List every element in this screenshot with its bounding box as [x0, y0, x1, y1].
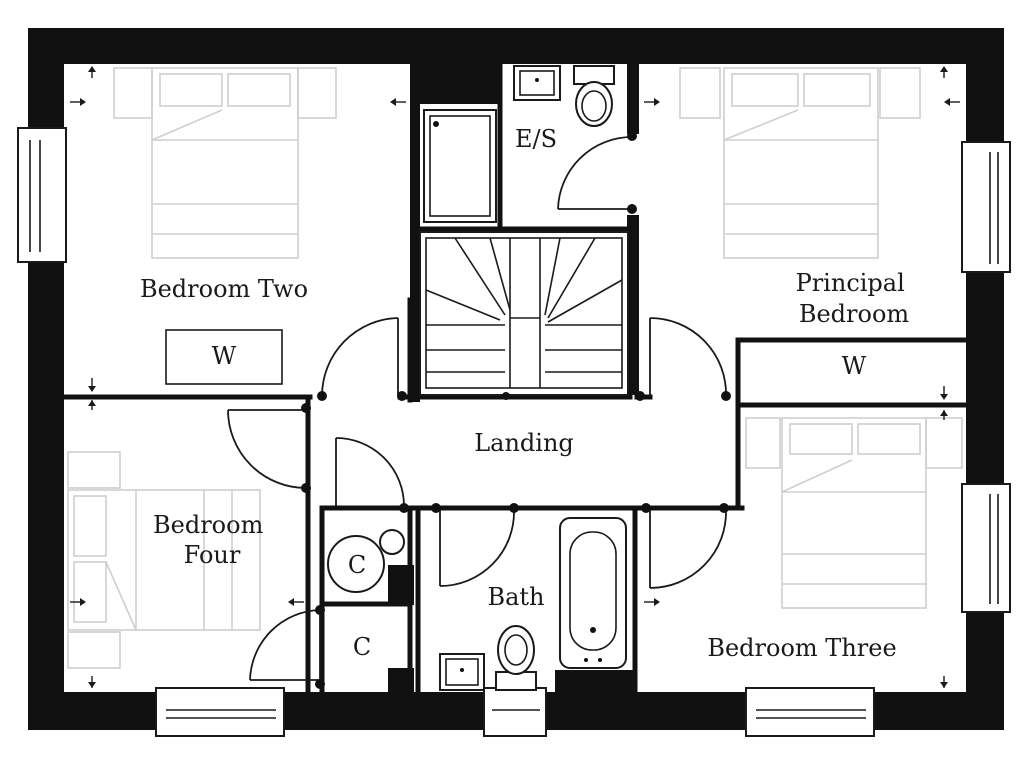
staircase — [419, 231, 629, 396]
label-bath: Bath — [487, 583, 544, 611]
furniture — [67, 67, 963, 669]
dimension-markers — [70, 66, 960, 688]
label-ensuite: E/S — [515, 125, 557, 153]
label-wardrobe-bedroom-two: W — [212, 342, 237, 370]
label-cupboard-2: C — [353, 633, 371, 661]
door-hinges — [301, 131, 731, 689]
room-labels: Bedroom Two W E/S Principal Bedroom W La… — [140, 125, 913, 662]
label-bedroom-three: Bedroom Three — [707, 634, 896, 662]
ensuite-fixtures — [423, 65, 615, 223]
label-principal-bedroom: Principal Bedroom — [796, 269, 913, 328]
label-wardrobe-principal: W — [842, 352, 867, 380]
internal-walls — [61, 59, 969, 695]
windows — [17, 127, 1011, 737]
label-landing: Landing — [474, 429, 574, 457]
wardrobes — [165, 329, 283, 385]
doors — [227, 136, 727, 684]
label-bedroom-four: Bedroom Four — [153, 511, 271, 569]
bath-fixtures — [439, 517, 627, 691]
cupboard-fixtures — [327, 529, 405, 593]
label-cupboard-1: C — [348, 551, 366, 579]
label-bedroom-two: Bedroom Two — [140, 275, 308, 303]
